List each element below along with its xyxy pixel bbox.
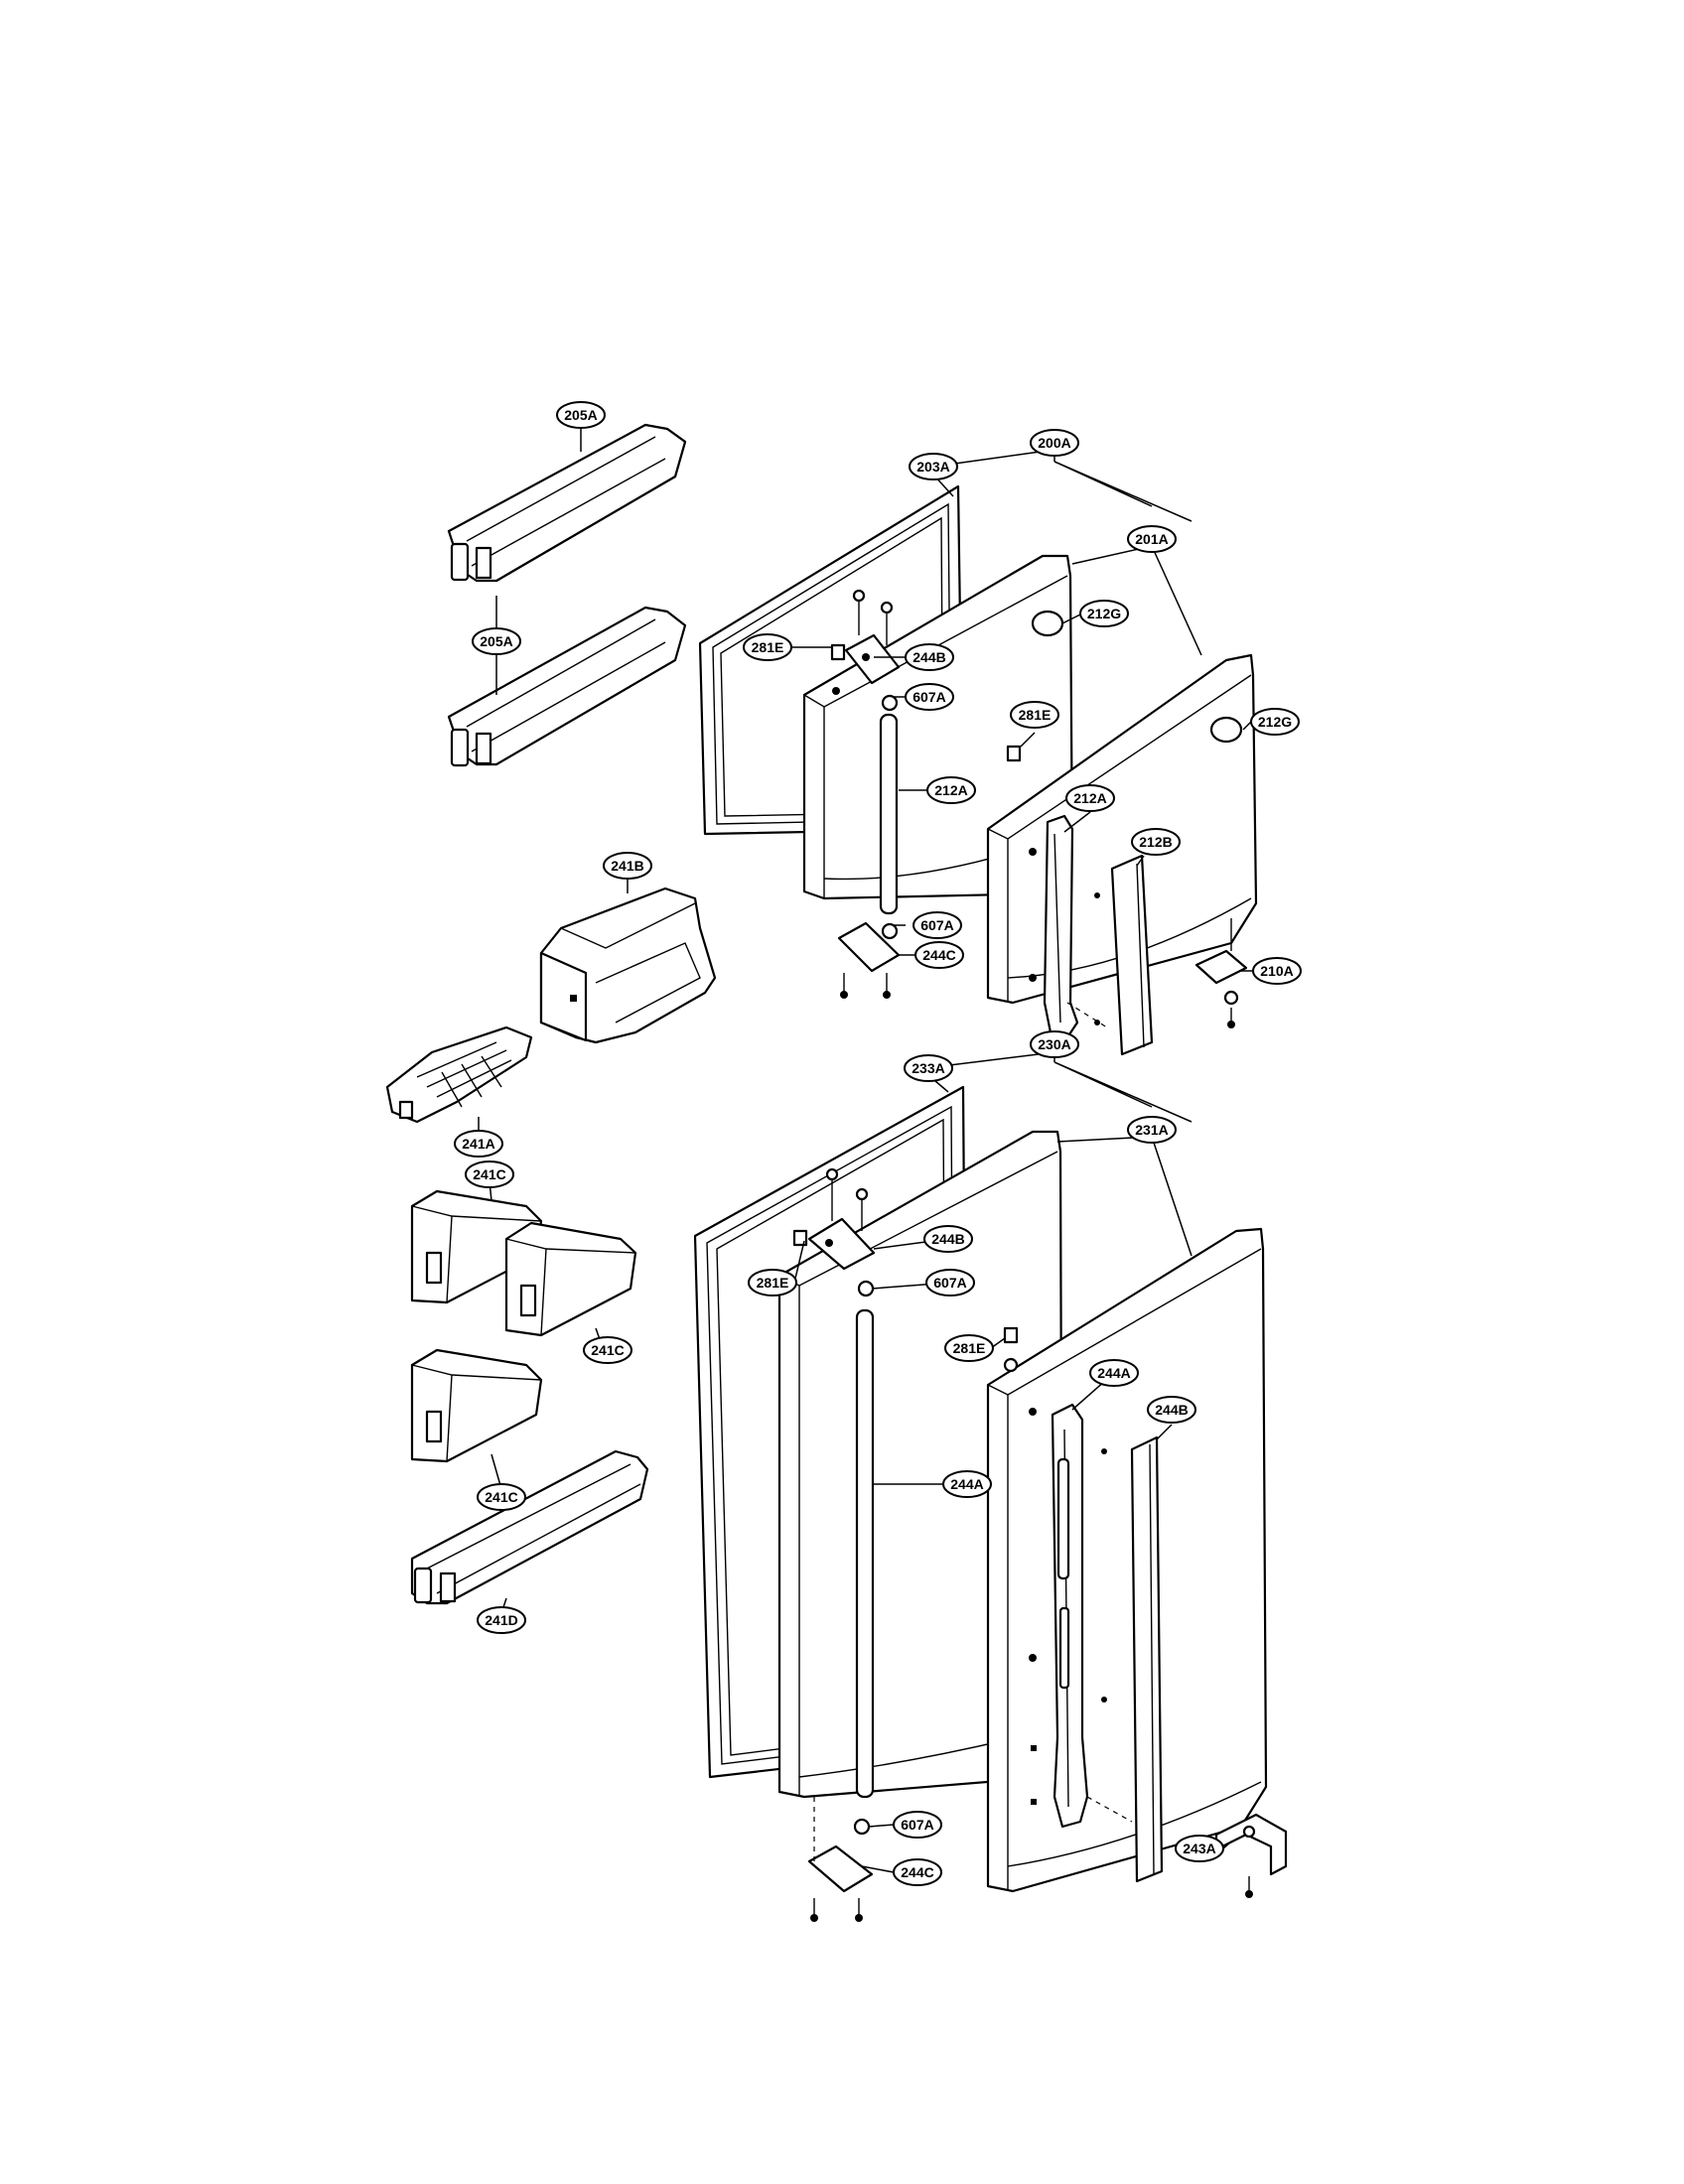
callout-c32: 244A [942, 1470, 992, 1498]
hinge-tube-212a [879, 713, 899, 915]
callout-c26: 607A [925, 1269, 975, 1297]
hinge-bracket-244b-lower-door [792, 1167, 876, 1297]
callout-c1: 205A [556, 401, 606, 429]
svg-text:212B: 212B [1139, 834, 1172, 850]
callout-c14: 212B [1131, 828, 1181, 856]
svg-text:281E: 281E [752, 639, 784, 655]
svg-text:241B: 241B [611, 858, 643, 874]
svg-text:244A: 244A [1097, 1365, 1130, 1381]
svg-text:241A: 241A [462, 1136, 494, 1152]
svg-text:210A: 210A [1260, 963, 1293, 979]
svg-text:212G: 212G [1258, 714, 1292, 730]
svg-text:607A: 607A [933, 1275, 966, 1291]
svg-text:212A: 212A [1073, 790, 1106, 806]
hinge-bracket-244c-lower-door [807, 1797, 874, 1922]
svg-text:230A: 230A [1038, 1036, 1070, 1052]
svg-text:201A: 201A [1135, 531, 1168, 547]
callout-c8: 244B [905, 643, 954, 671]
svg-text:243A: 243A [1183, 1841, 1215, 1856]
door-bin-205a-lower [447, 606, 687, 767]
callout-c18: 210A [1252, 957, 1302, 985]
svg-text:205A: 205A [480, 633, 512, 649]
callout-c16: 607A [912, 911, 962, 939]
callout-c5: 201A [1127, 525, 1177, 553]
door-bin-241d [410, 1449, 649, 1605]
door-bin-241c-3 [410, 1348, 543, 1463]
svg-text:200A: 200A [1038, 435, 1070, 451]
fresh-trim-244b [1130, 1435, 1164, 1883]
callout-c11: 212G [1250, 708, 1300, 736]
callout-c24: 244B [923, 1225, 973, 1253]
callout-c2: 205A [472, 627, 521, 655]
callout-c31: 241C [477, 1483, 526, 1511]
svg-text:241C: 241C [473, 1166, 505, 1182]
svg-text:281E: 281E [953, 1340, 986, 1356]
svg-text:244C: 244C [901, 1864, 933, 1880]
callout-c35: 243A [1175, 1835, 1224, 1862]
callout-c12: 212A [926, 776, 976, 804]
callout-c9: 607A [905, 683, 954, 711]
bracket-243a [1214, 1813, 1288, 1898]
callout-c34: 607A [893, 1811, 942, 1839]
svg-text:607A: 607A [901, 1817, 933, 1833]
hinge-tube-244a [855, 1308, 875, 1799]
svg-text:241C: 241C [485, 1489, 517, 1505]
svg-text:607A: 607A [912, 689, 945, 705]
svg-text:244B: 244B [1155, 1402, 1188, 1418]
callout-c17: 244C [914, 941, 964, 969]
svg-text:231A: 231A [1135, 1122, 1168, 1138]
callout-c22: 231A [1127, 1116, 1177, 1144]
svg-text:281E: 281E [757, 1275, 789, 1291]
callout-c27: 241C [583, 1336, 632, 1364]
svg-text:244A: 244A [950, 1476, 983, 1492]
callout-c13: 212A [1065, 784, 1115, 812]
svg-text:241D: 241D [485, 1612, 517, 1628]
door-bin-205a-upper [447, 423, 687, 583]
callout-c20: 233A [904, 1054, 953, 1082]
callout-c33: 241D [477, 1606, 526, 1634]
callout-c6: 212G [1079, 600, 1129, 627]
callout-c36: 244C [893, 1858, 942, 1886]
ice-bin-241b [539, 887, 717, 1044]
svg-text:281E: 281E [1019, 707, 1052, 723]
callout-c25: 281E [748, 1269, 797, 1297]
svg-text:212G: 212G [1087, 606, 1121, 621]
callout-c10: 281E [1010, 701, 1059, 729]
egg-tray-241a [385, 1025, 533, 1124]
freezer-trim-212b [1110, 854, 1154, 1056]
pivot-hole [1003, 1357, 1019, 1373]
freezer-handle-212a [1029, 814, 1100, 1039]
svg-text:607A: 607A [920, 917, 953, 933]
svg-text:203A: 203A [916, 459, 949, 475]
callout-c28: 281E [944, 1334, 994, 1362]
callout-c29: 244A [1089, 1359, 1139, 1387]
svg-text:205A: 205A [564, 407, 597, 423]
callout-c21: 241A [454, 1130, 503, 1158]
cap-281e-upper [1006, 745, 1022, 762]
cap-281e-lower [1003, 1326, 1019, 1344]
callout-c3: 200A [1030, 429, 1079, 457]
svg-text:244C: 244C [922, 947, 955, 963]
fresh-handle-244a [1029, 1403, 1107, 1829]
callout-c15: 241B [603, 852, 652, 880]
callout-c19: 230A [1030, 1030, 1079, 1058]
svg-text:212A: 212A [934, 782, 967, 798]
bracket-210a [1194, 918, 1248, 1028]
svg-text:233A: 233A [912, 1060, 944, 1076]
callout-c23: 241C [465, 1160, 514, 1188]
svg-text:244B: 244B [912, 649, 945, 665]
hinge-bracket-244b-upper [830, 589, 901, 712]
callout-c4: 203A [909, 453, 958, 480]
door-bin-241c-2 [504, 1221, 637, 1337]
callout-c7: 281E [743, 633, 792, 661]
svg-text:241C: 241C [591, 1342, 624, 1358]
svg-text:244B: 244B [931, 1231, 964, 1247]
door-bin-241c-1 [410, 1189, 543, 1304]
callout-c30: 244B [1147, 1396, 1196, 1424]
